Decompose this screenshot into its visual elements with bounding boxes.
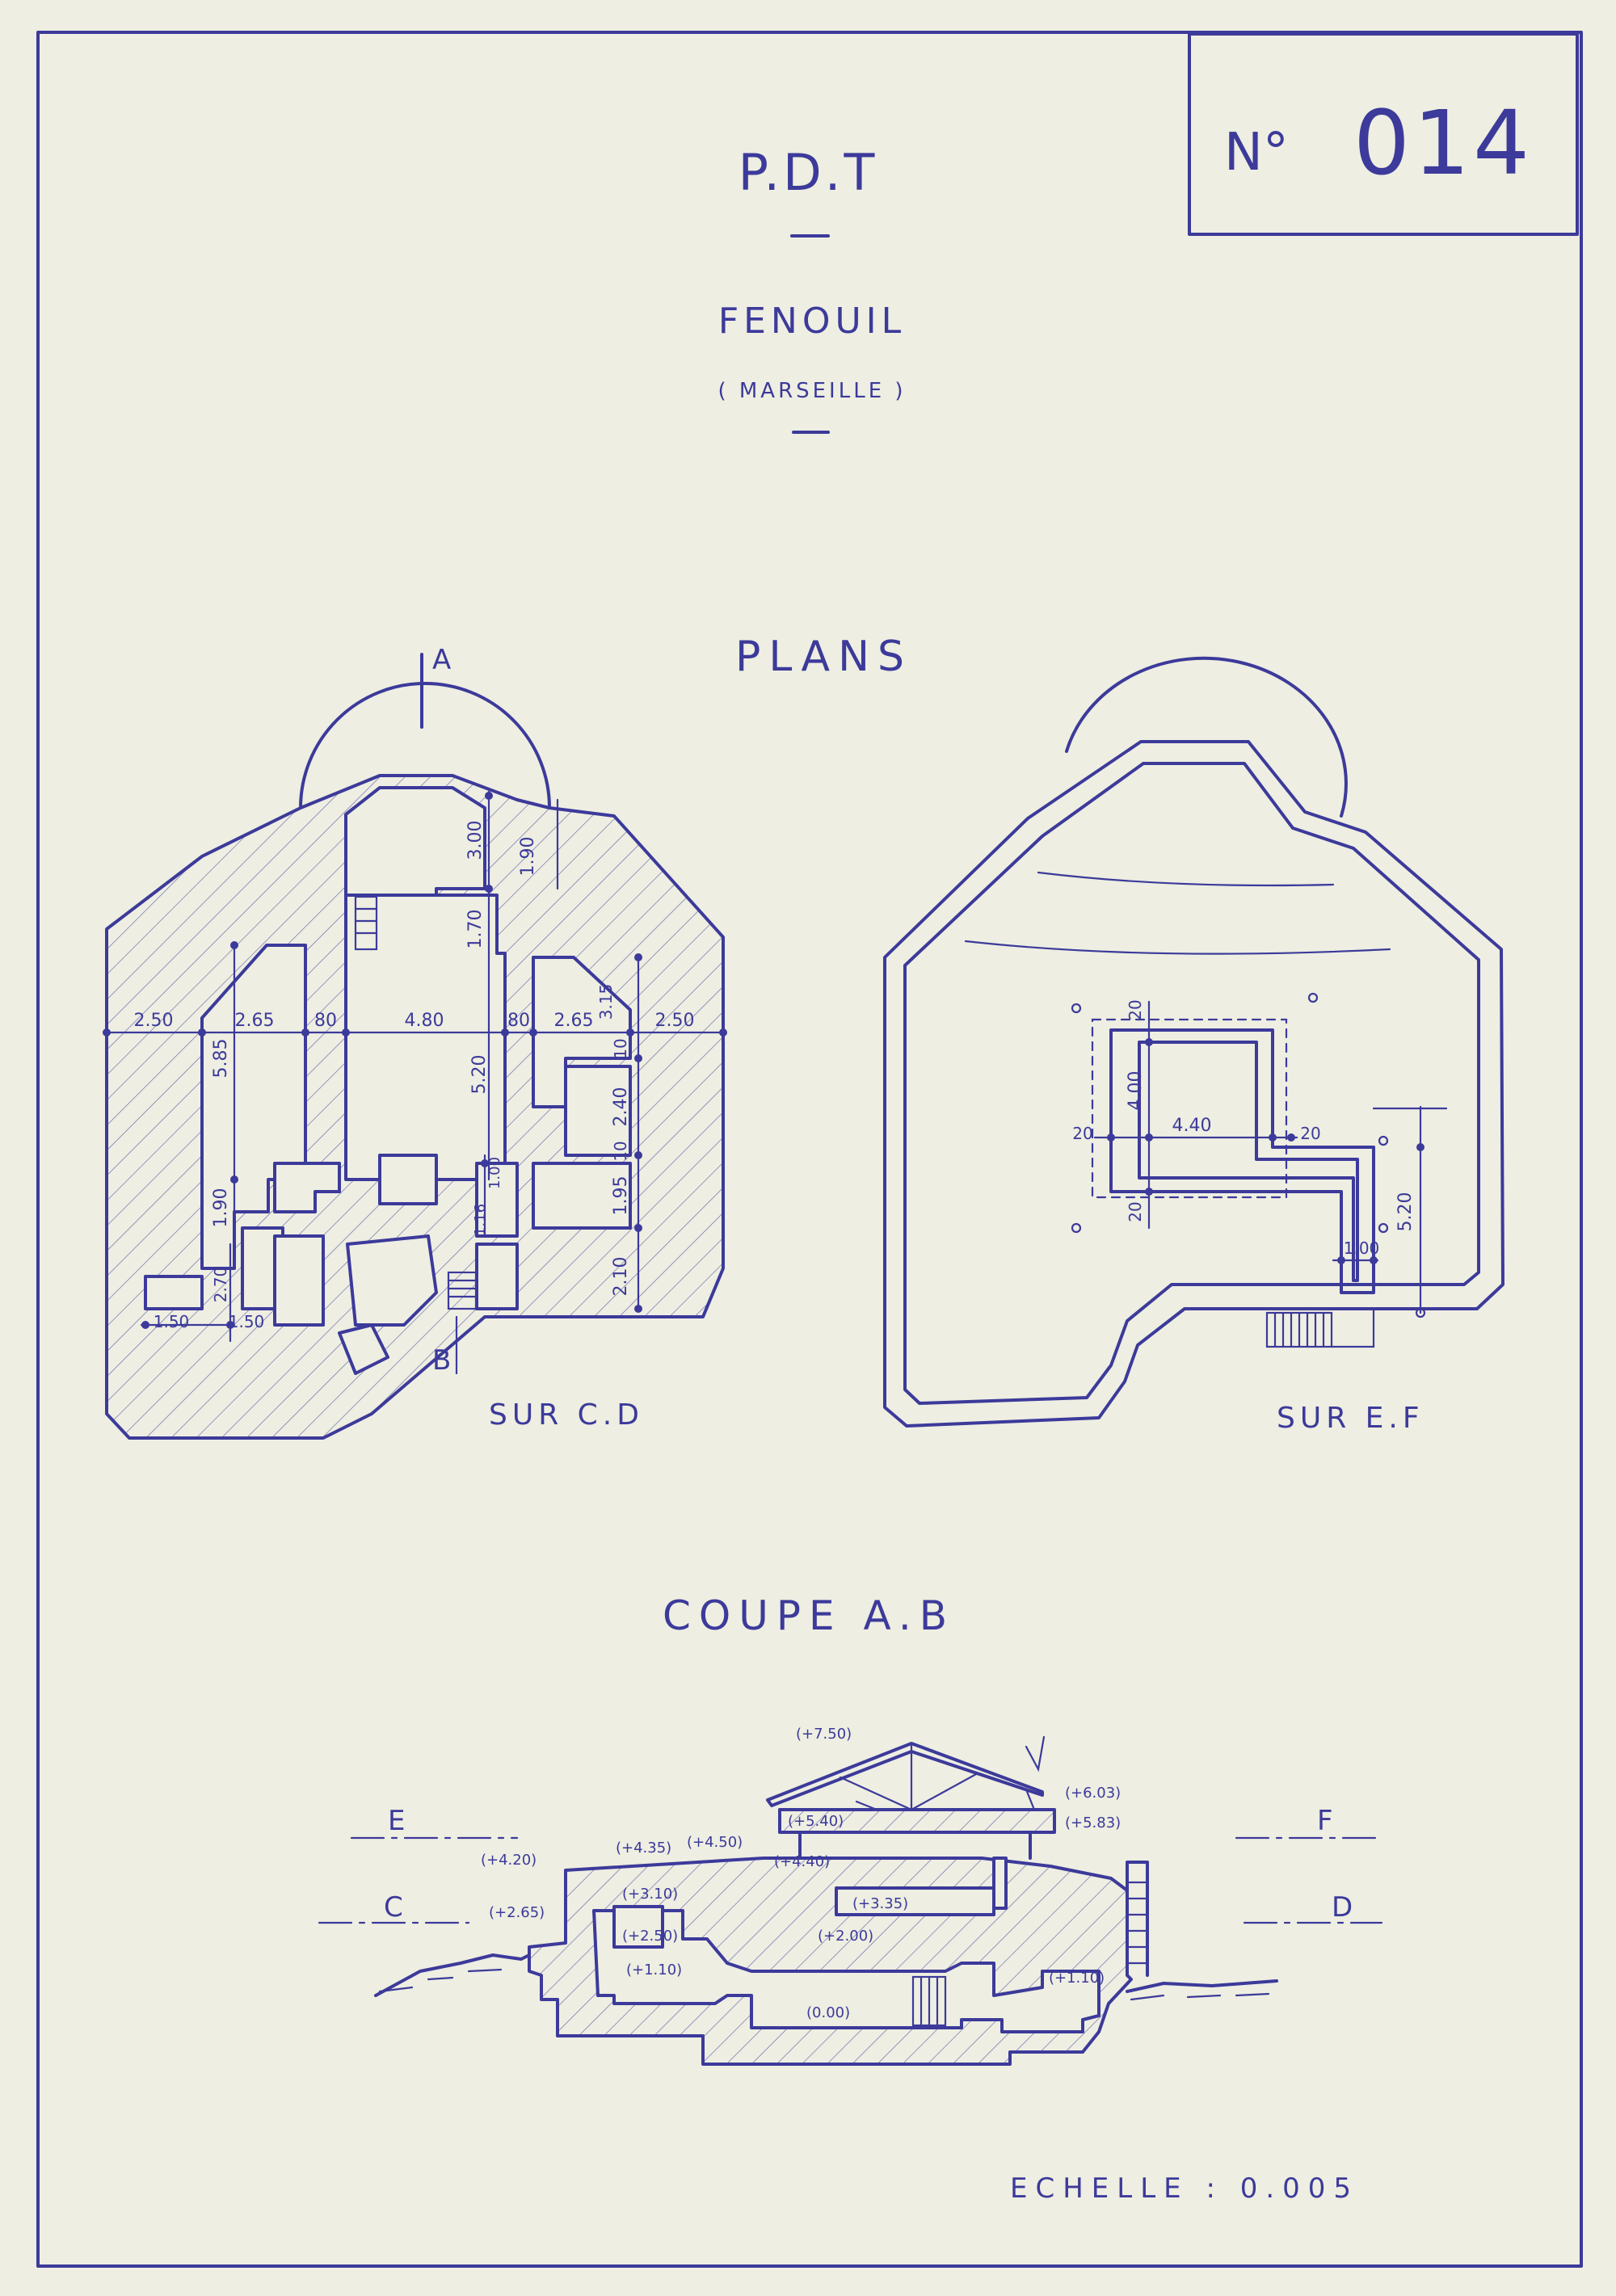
section-mark-b: B [432,1344,451,1377]
elev-label: (+4.40) [774,1853,830,1870]
level-f: F [1317,1805,1333,1837]
dim-label: 5.20 [469,1055,490,1095]
dim-label: 1.50 [154,1312,190,1331]
plan-cd-caption: SUR C.D [489,1398,644,1432]
section-door [911,1975,947,2027]
plan-cd-dome [299,682,551,809]
section-roof [766,1742,1044,1807]
elev-label: (+7.50) [796,1726,852,1743]
plan-ef-caption: SUR E.F [1277,1402,1425,1435]
section-heading: COUPE A.B [663,1592,955,1639]
dim-label: 1.00 [486,1157,503,1189]
elev-label: (+6.03) [1065,1785,1121,1802]
plan-cd-stairs [354,895,478,1310]
elev-label: (+2.65) [489,1904,545,1921]
dim-label: 4.80 [405,1011,444,1031]
plan-cd-dim-points [103,792,727,1329]
scale-label: ECHELLE : 0.005 [1010,2172,1359,2205]
number-box [1188,32,1579,236]
section-interior [592,1909,1100,2033]
section-slab [778,1808,1056,1834]
elev-label: (+3.10) [622,1886,678,1903]
plan-ef: 20 4.00 20 4.40 20 20 1.00 5.20 SUR E.F [883,656,1504,1435]
dim-label: 10 [611,1038,630,1058]
plan-ef-inner-room [1109,1028,1375,1294]
dim-label: 10 [611,1141,630,1161]
level-d: D [1332,1891,1353,1924]
dim-label: 1.00 [1344,1238,1380,1258]
dim-label: 3.15 [596,984,616,1020]
elev-label: (+2.50) [622,1928,678,1945]
sheet-title: P.D.T [739,143,878,202]
elev-label: (+4.20) [481,1852,537,1869]
section-ladder [1126,1861,1149,1977]
level-c: C [384,1891,403,1924]
plan-cd: A B 2.50 2.65 80 4.80 80 2.65 [103,644,727,1440]
plan-ef-outer-outline [883,740,1504,1428]
dim-label: 2.10 [611,1257,631,1297]
dim-label: 4.00 [1126,1071,1146,1111]
plan-ef-dome [1065,656,1348,818]
plan-ef-inner-outline [903,762,1480,1405]
dim-label: 1.90 [518,837,538,877]
dim-label: 2.50 [655,1011,695,1031]
site-name: FENOUIL [718,301,906,342]
dim-label: 2.70 [211,1267,230,1303]
elev-label: (0.00) [806,2004,850,2021]
sheet-number-prefix: N° [1224,123,1289,183]
dim-label: 20 [1300,1124,1320,1143]
elev-label: (+2.00) [818,1928,873,1945]
section-ab: E F C D [318,1726,1383,2066]
dim-label: 1.70 [465,910,486,949]
elev-label: (+5.40) [788,1813,844,1830]
dim-label: 20 [1126,999,1145,1020]
dim-label: 20 [1126,1201,1145,1222]
city-name: ( MARSEILLE ) [718,379,906,403]
dim-label: 2.65 [235,1011,275,1031]
sheet-frame [36,31,1583,2268]
dim-label: 1.50 [229,1312,265,1331]
ground-right [1126,1979,1278,1993]
dim-label: 5.20 [1395,1192,1416,1232]
dim-label: 80 [314,1011,337,1031]
dim-label: 2.65 [554,1011,594,1031]
dim-label: 3.00 [465,821,486,860]
dim-label: 1.90 [211,1188,231,1228]
elev-label: (+4.50) [687,1834,743,1851]
dim-label: 4.40 [1172,1116,1212,1136]
elev-label: (+4.35) [616,1840,671,1857]
elev-label: (+1.10) [1049,1970,1105,1987]
elev-label: (+5.83) [1065,1815,1121,1831]
sheet-number: 014 [1353,91,1533,195]
plan-ef-stairs [1265,1307,1375,1348]
plan-cd-rooms [144,786,632,1375]
level-e: E [388,1805,405,1837]
dim-label: 80 [507,1011,530,1031]
dim-label: 5.85 [211,1039,231,1079]
plans-heading: PLANS [735,633,912,681]
elev-label: (+1.10) [626,1962,682,1979]
dim-label: 20 [1072,1124,1092,1143]
elev-label: (+3.35) [852,1895,908,1912]
dim-label: 1.95 [611,1176,631,1216]
ground-left [374,1949,539,1997]
dim-label: 2.50 [134,1011,174,1031]
dim-label: 1.16 [472,1204,489,1236]
section-mark-a: A [432,644,451,676]
dim-label: 2.40 [611,1087,631,1127]
